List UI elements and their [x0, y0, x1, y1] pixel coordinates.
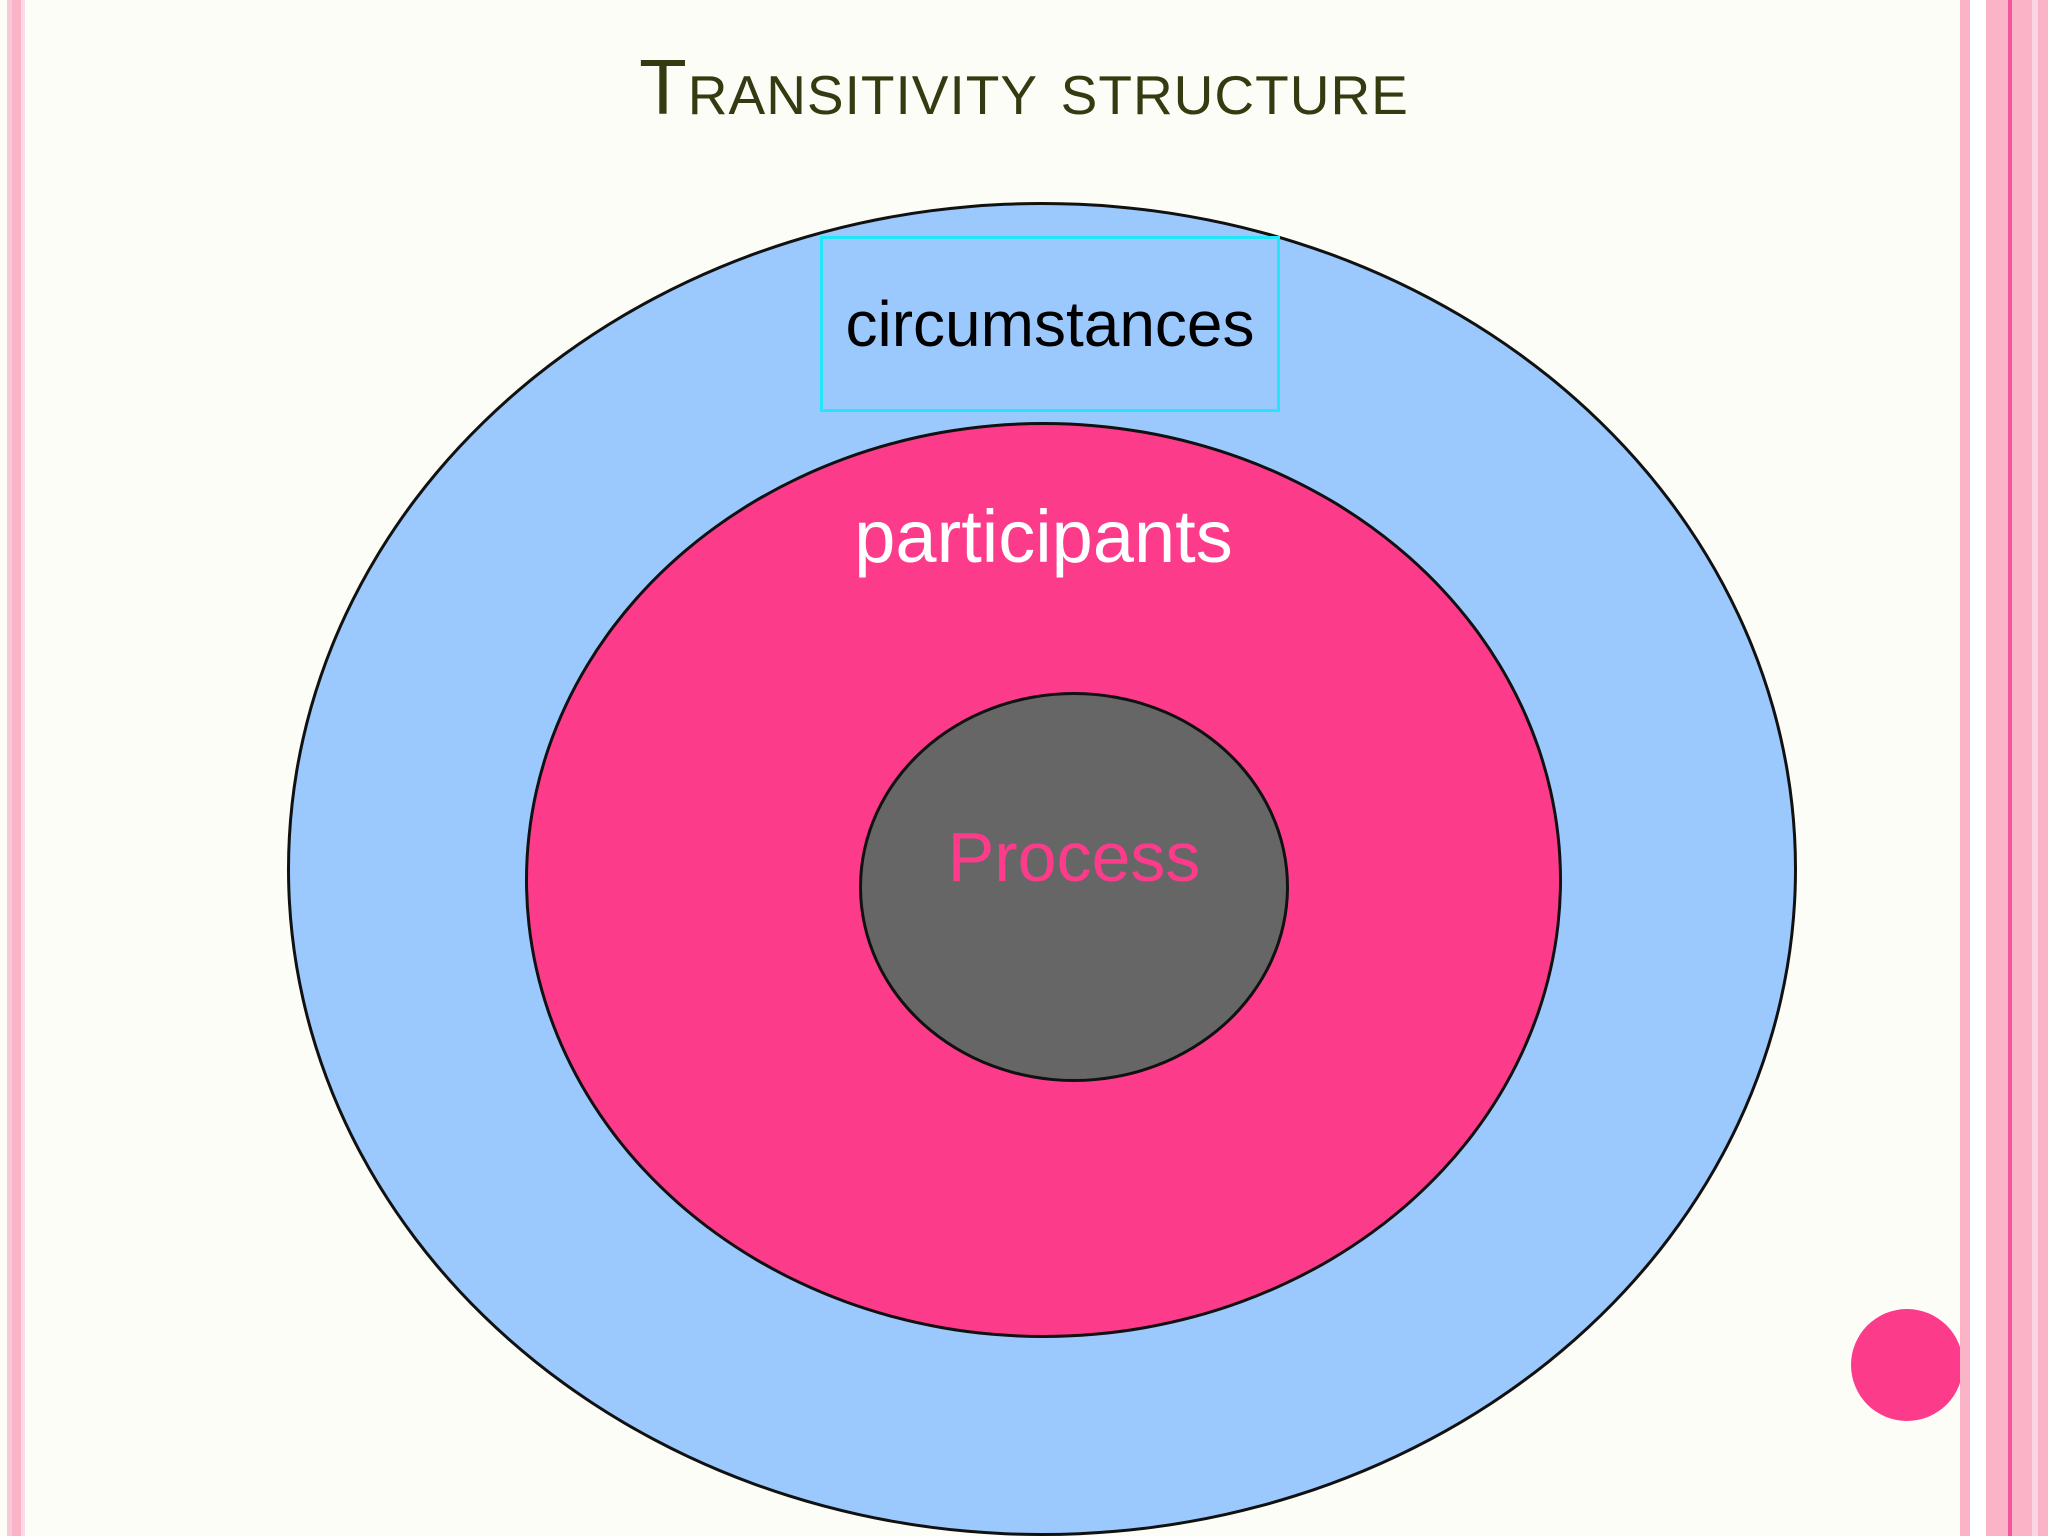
page-title: Transitivity structure	[639, 43, 1409, 131]
right-border-stripe-4	[2032, 0, 2038, 1536]
label-circumstances[interactable]: circumstances	[845, 288, 1255, 360]
circle-process[interactable]	[859, 692, 1289, 1082]
right-border-stripe-2	[1986, 0, 2008, 1536]
label-process[interactable]: Process	[947, 818, 1201, 896]
left-border-stripe-outer	[7, 0, 12, 1536]
right-border-stripe-3	[2012, 0, 2032, 1536]
right-border-stripe-5	[2038, 0, 2048, 1536]
selection-box-circumstances[interactable]	[820, 236, 1280, 412]
right-border-stripe-1	[1960, 0, 1970, 1536]
accent-dot-icon	[1851, 1309, 1963, 1421]
left-border-stripe-main	[12, 0, 21, 1536]
right-border-accent-line	[2008, 0, 2012, 1536]
right-border-gap	[1970, 0, 1986, 1536]
label-participants[interactable]: participants	[854, 495, 1233, 578]
left-border-stripe-inner	[21, 0, 25, 1536]
